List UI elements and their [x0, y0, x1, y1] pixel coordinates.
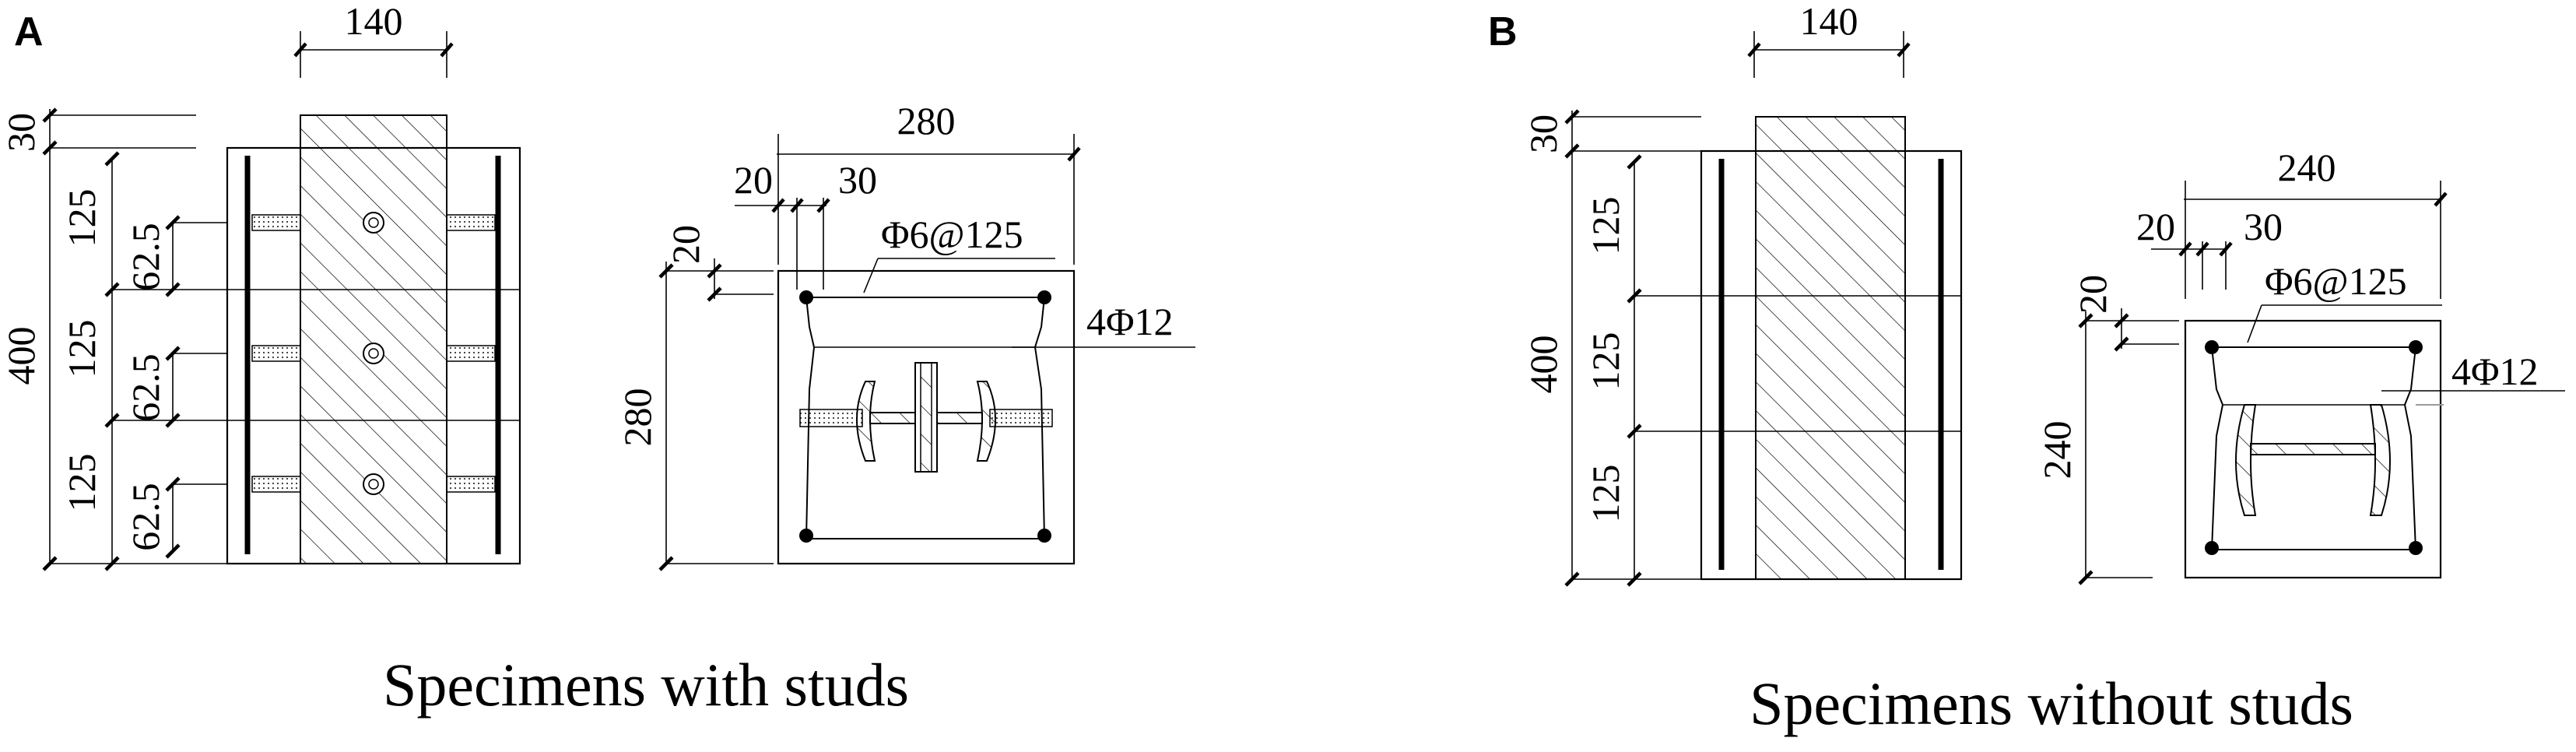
elevation-b-height-label: 400	[1521, 336, 1565, 394]
section-a-sub-label-2: 30	[838, 158, 877, 202]
elevation-a-stud-label-1: 62.5	[124, 223, 167, 291]
elevation-a-height-label: 400	[0, 327, 43, 385]
elevation-b-segment-label-3: 125	[1584, 465, 1627, 523]
elevation-b-segment-label-1: 125	[1584, 197, 1627, 255]
section-b-width-label: 240	[2278, 146, 2336, 189]
section-a-height-label: 280	[616, 388, 659, 447]
section-b-sub-label-2: 30	[2244, 205, 2283, 248]
panel-a-caption: Specimens with studs	[383, 651, 909, 719]
section-b: 240 20 30	[2035, 146, 2565, 585]
elevation-b-width-label: 140	[1800, 0, 1858, 43]
elevation-a-cover-label: 30	[0, 113, 43, 152]
section-a-sub-label-1: 20	[734, 158, 773, 202]
section-a-width-label: 280	[897, 99, 956, 142]
section-a-cover-label: 20	[664, 225, 707, 264]
section-b-bar-label: 4Φ12	[2451, 350, 2539, 393]
section-a-rebar-br	[1037, 529, 1051, 543]
section-b-outline	[2184, 319, 2442, 579]
elevation-b-segment-label-2: 125	[1584, 332, 1627, 391]
section-b-rebar-br	[2409, 541, 2423, 555]
section-b-rebar-tl	[2205, 340, 2219, 354]
elevation-a-stud-label-2: 62.5	[124, 353, 167, 422]
elevation-b: 140 30 400 125 125 125	[1521, 0, 1963, 587]
panel-a-letter: A	[14, 9, 44, 54]
elevation-a-segment-label-2: 125	[60, 320, 104, 378]
panel-b: B 140 30 400	[1488, 0, 2565, 737]
section-a-rebar-bl	[799, 529, 813, 543]
section-a-rebar-tr	[1037, 290, 1051, 304]
elevation-b-steel-core	[1755, 116, 1906, 580]
elevation-a-studs	[251, 212, 496, 495]
section-b-cover-label: 20	[2071, 275, 2114, 314]
section-a-stirrup-label: Φ6@125	[881, 213, 1023, 256]
panel-a: A 140	[0, 0, 1195, 719]
section-a-bar-label: 4Φ12	[1086, 300, 1174, 343]
section-a-outline	[777, 269, 1076, 565]
elevation-a: 140	[0, 0, 521, 571]
elevation-a-segment-label-1: 125	[60, 189, 104, 248]
section-b-height-label: 240	[2035, 421, 2079, 480]
elevation-a-stud-label-3: 62.5	[124, 483, 167, 551]
elevation-a-width-label: 140	[345, 0, 403, 43]
elevation-a-segment-label-3: 125	[60, 454, 104, 512]
section-b-rebar-tr	[2409, 340, 2423, 354]
elevation-b-cover-label: 30	[1521, 114, 1565, 153]
section-b-stirrup-label: Φ6@125	[2265, 259, 2407, 303]
section-a: 280 20 30	[616, 99, 1195, 571]
panel-b-letter: B	[1488, 9, 1518, 54]
section-a-steel	[799, 362, 1053, 473]
section-b-steel	[2235, 404, 2391, 516]
panel-b-caption: Specimens without studs	[1750, 669, 2353, 737]
section-a-rebar-tl	[799, 290, 813, 304]
elevation-a-steel-core	[300, 114, 447, 564]
section-b-sub-label-1: 20	[2136, 205, 2175, 248]
section-b-rebar-bl	[2205, 541, 2219, 555]
